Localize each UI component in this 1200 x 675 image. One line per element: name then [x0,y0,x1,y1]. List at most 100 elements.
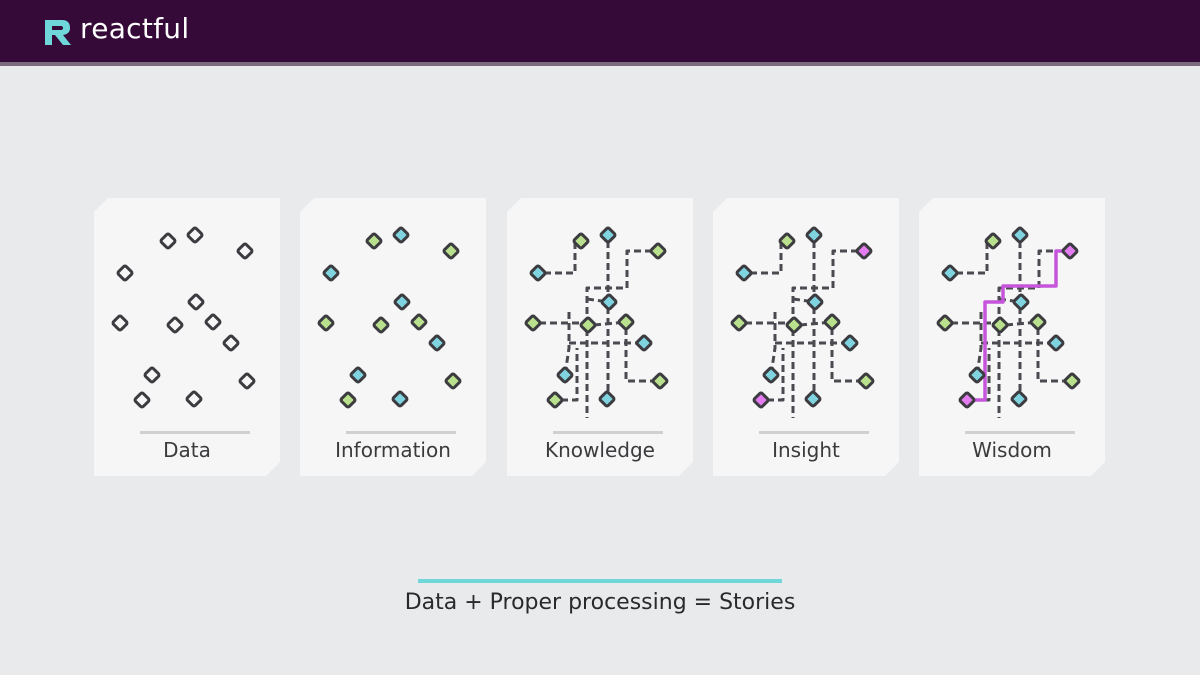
blue-node [1010,390,1028,408]
green-node [991,316,1009,334]
green-node [984,232,1002,250]
card-data: Data [94,198,280,476]
green-node [649,242,667,260]
blue-node [393,293,411,311]
green-node [524,314,542,332]
green-node [778,232,796,250]
blue-node [635,334,653,352]
dashed-connector [792,297,816,304]
blue-node [556,366,574,384]
green-node [730,314,748,332]
green-node [546,391,564,409]
green-node [444,372,462,390]
empty-node [159,232,177,250]
card-divider [346,431,456,434]
card-divider [140,431,250,434]
blue-node [806,293,824,311]
card-divider [553,431,663,434]
empty-node [143,366,161,384]
blue-node [968,366,986,384]
green-node [651,372,669,390]
empty-node [133,391,151,409]
dashed-connector [791,249,858,418]
blue-node [941,264,959,282]
blue-node [841,334,859,352]
dashed-connector [586,297,610,304]
pink-node [958,391,976,409]
blue-node [529,264,547,282]
empty-node [116,264,134,282]
pink-node [855,242,873,260]
green-node [857,372,875,390]
blue-node [1047,334,1065,352]
dashed-connector [561,348,579,402]
blue-node [804,390,822,408]
green-node [372,316,390,334]
blue-node [392,226,410,244]
green-node [579,316,597,334]
green-node [339,391,357,409]
dashed-connector [624,328,660,383]
green-node [365,232,383,250]
green-node [617,313,635,331]
green-node [936,314,954,332]
header-bar: reactful [0,0,1200,66]
blue-node [1011,226,1029,244]
dashed-connector [767,348,785,402]
blue-node [600,293,618,311]
tagline: Data + Proper processing = Stories [404,590,796,615]
dashed-connector [544,241,577,275]
card-label: Data [163,438,211,462]
card-label: Wisdom [972,438,1052,462]
blue-node [391,390,409,408]
tagline-accent-rule [418,579,782,583]
pink-node [752,391,770,409]
card-insight: Insight [713,198,899,476]
empty-node [186,226,204,244]
dashed-connector [563,312,571,376]
blue-node [1012,293,1030,311]
card-knowledge: Knowledge [507,198,693,476]
empty-node [166,316,184,334]
dashed-connector [750,241,783,275]
brand-name: reactful [80,12,190,45]
green-node [442,242,460,260]
information-diagram [317,226,462,409]
card-label: Information [335,438,451,462]
dashed-connector [975,312,983,376]
dashed-connector [956,241,989,275]
blue-node [598,390,616,408]
empty-node [187,293,205,311]
green-node [823,313,841,331]
green-node [1063,372,1081,390]
empty-node [236,242,254,260]
dashed-connector [830,328,866,383]
blue-node [349,366,367,384]
card-label: Insight [772,438,840,462]
card-wisdom: Wisdom [919,198,1105,476]
wisdom-path [967,249,1070,402]
empty-node [204,313,222,331]
reactful-logo-icon [45,20,71,45]
blue-node [322,264,340,282]
card-divider [965,431,1075,434]
empty-node [222,334,240,352]
green-node [410,313,428,331]
empty-node [111,314,129,332]
wisdom-diagram [936,226,1081,418]
pink-node [1061,242,1079,260]
empty-node [185,390,203,408]
empty-node [238,372,256,390]
dashed-connector [769,312,777,376]
green-node [317,314,335,332]
green-node [1029,313,1047,331]
insight-diagram [730,226,875,418]
blue-node [762,366,780,384]
blue-node [735,264,753,282]
dashed-connector [1036,328,1072,383]
blue-node [599,226,617,244]
knowledge-diagram [524,226,669,418]
blue-node [805,226,823,244]
card-information: Information [300,198,486,476]
blue-node [428,334,446,352]
